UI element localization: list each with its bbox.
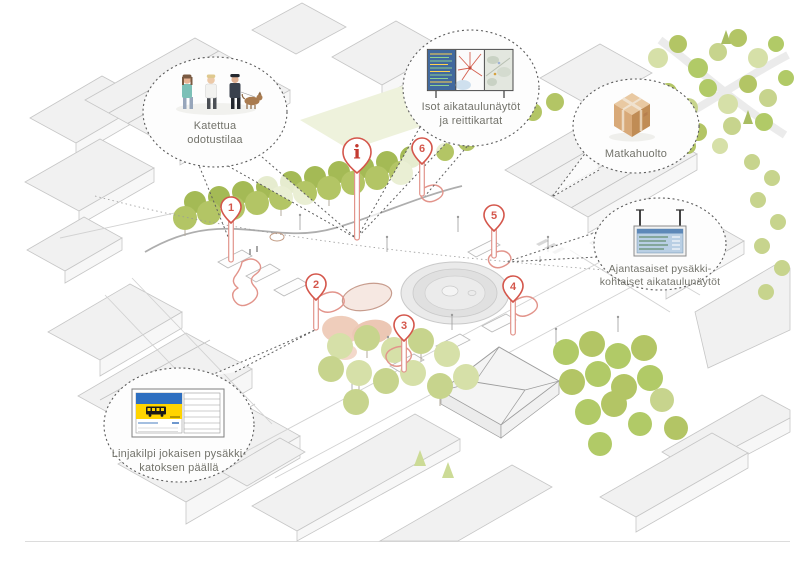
people-waiting-icon [176,74,263,115]
right-tree-cluster [553,331,688,456]
callout-label: kohtaiset aikataulunäytöt [600,276,721,288]
realtime-display-icon [633,209,687,257]
marker-4: 4 [502,275,524,336]
callout-realtime-displays: Ajantasaiset pysäkki- kohtaiset aikataul… [593,197,727,291]
callout-covered-waiting: Katettua odotustilaa [142,56,288,168]
fountain [400,261,510,325]
area-map-icon [485,50,513,90]
right-edge-trees [744,154,790,300]
marker-label: 3 [401,320,407,332]
marker-label: 5 [491,210,497,222]
callout-big-displays: Isot aikataulunäytöt ja reittikartat [402,29,540,147]
marker-info: i [342,137,372,241]
leader-lines [94,126,631,378]
callout-label: Isot aikataulunäytöt [422,101,521,113]
marker-label: 1 [228,202,234,214]
marker-6: 6 [411,137,433,197]
marker-label: i [353,142,360,164]
bus-icon [146,406,166,417]
callout-line-sign: Linjakilpi jokaisen pysäkki- katoksen pä… [103,367,255,483]
marker-5: 5 [483,204,505,259]
lamp-posts [298,213,620,392]
callout-parcel-service: Matkahuolto [572,78,700,174]
marker-label: 4 [510,281,517,293]
callout-label: Linjakilpi jokaisen pysäkki- [112,448,247,460]
route-map-icon [455,50,484,90]
callout-label: Katettua [194,120,237,132]
marker-3: 3 [393,314,415,373]
pavilion [440,346,560,439]
callout-label: katoksen päällä [139,462,219,474]
line-sign-icon [131,388,225,438]
dog-icon [240,91,263,109]
marker-1: 1 [220,196,242,263]
plaza-tree-cluster [318,325,479,415]
markers-group: i 1 2 3 4 5 6 [220,137,524,373]
conifer-trees [414,450,454,478]
callout-label: Ajantasaiset pysäkki- [609,263,712,275]
marker-2: 2 [305,273,327,331]
parcel-icon [609,93,655,142]
marker-label: 6 [419,143,425,155]
plaza-group [217,80,620,439]
timetable-displays-icon [426,48,514,98]
callout-label: ja reittikartat [439,115,503,127]
plaza-circle-motif [269,232,285,242]
callout-label: Matkahuolto [605,148,667,160]
callout-label: odotustilaa [187,134,243,146]
marker-label: 2 [313,279,319,291]
